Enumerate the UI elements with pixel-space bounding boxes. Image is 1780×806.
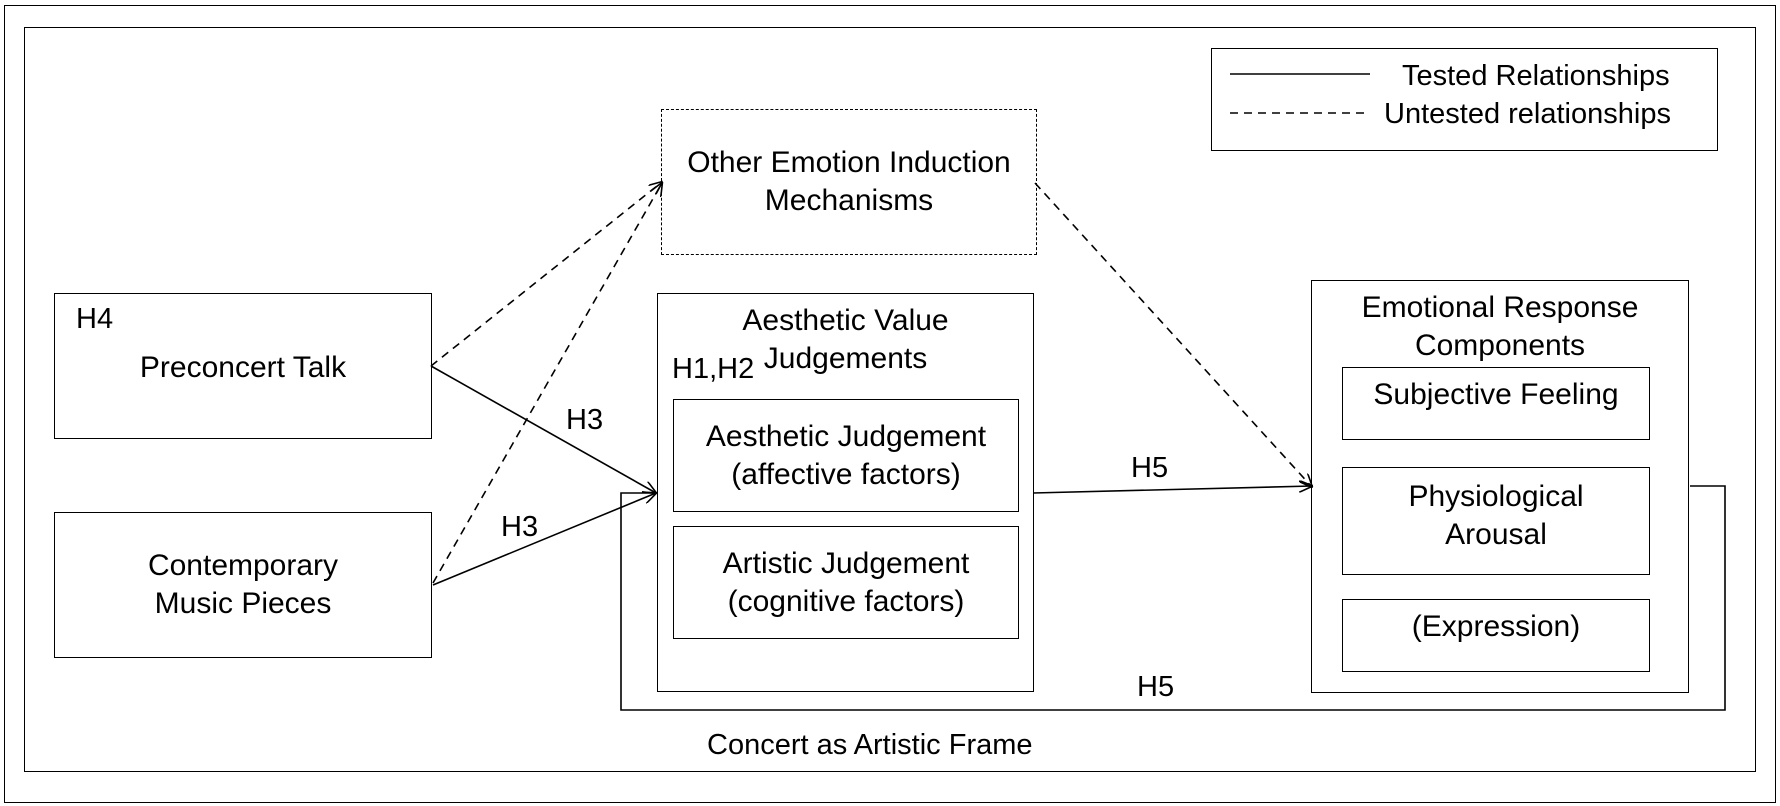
contemporary-music-box <box>54 512 432 658</box>
preconcert-talk-label: Preconcert Talk <box>139 351 347 384</box>
hypothesis-h5-judgement-label: H5 <box>1131 452 1169 484</box>
preconcert-talk-box <box>54 293 432 439</box>
arrow-music-to-mechanisms <box>432 183 662 584</box>
legend-tested-label: Tested Relationships <box>1402 60 1670 92</box>
artistic-judgement-box <box>673 526 1019 639</box>
legend-untested-label: Untested relationships <box>1384 98 1671 130</box>
hypothesis-h1-h2-label: H1,H2 <box>672 353 755 385</box>
expression-label: (Expression) <box>1411 610 1581 643</box>
hypothesis-h3-music-label: H3 <box>501 511 539 543</box>
expression-box <box>1342 599 1650 672</box>
artistic-judgement-label: Artistic Judgement (cognitive factors) <box>722 547 970 618</box>
subjective-feeling-box <box>1342 367 1650 440</box>
aesthetic-value-label: Aesthetic Value Judgements <box>742 304 949 375</box>
aesthetic-judgement-box <box>673 399 1019 512</box>
aesthetic-value-box <box>657 293 1034 692</box>
inner-border <box>24 27 1756 772</box>
physiological-arousal-box <box>1342 467 1650 575</box>
hypothesis-h3-talk-label: H3 <box>566 404 604 436</box>
arrow-judgements-to-response <box>1032 486 1312 494</box>
other-mechanisms-box <box>661 109 1037 255</box>
hypothesis-h4-label: H4 <box>76 303 114 335</box>
emotional-response-box <box>1311 280 1689 693</box>
physiological-arousal-label: Physiological Arousal <box>1408 480 1584 551</box>
other-mechanisms-label: Other Emotion Induction Mechanisms <box>687 146 1011 217</box>
arrow-talk-to-judgements <box>430 365 656 493</box>
hypothesis-h5-frame-label: H5 <box>1137 671 1175 703</box>
concert-frame-line <box>620 485 1726 711</box>
arrow-music-to-judgements <box>432 493 656 586</box>
subjective-feeling-label: Subjective Feeling <box>1373 378 1619 411</box>
concert-frame-label: Concert as Artistic Frame <box>707 729 1033 761</box>
contemporary-music-label: Contemporary Music Pieces <box>147 549 339 620</box>
legend-box <box>1211 48 1718 151</box>
emotional-response-label: Emotional Response Components <box>1361 291 1639 362</box>
arrow-talk-to-mechanisms <box>430 182 662 367</box>
aesthetic-judgement-label: Aesthetic Judgement (affective factors) <box>705 420 987 491</box>
outer-border <box>4 5 1776 803</box>
arrow-mechanisms-to-response <box>1034 182 1312 487</box>
